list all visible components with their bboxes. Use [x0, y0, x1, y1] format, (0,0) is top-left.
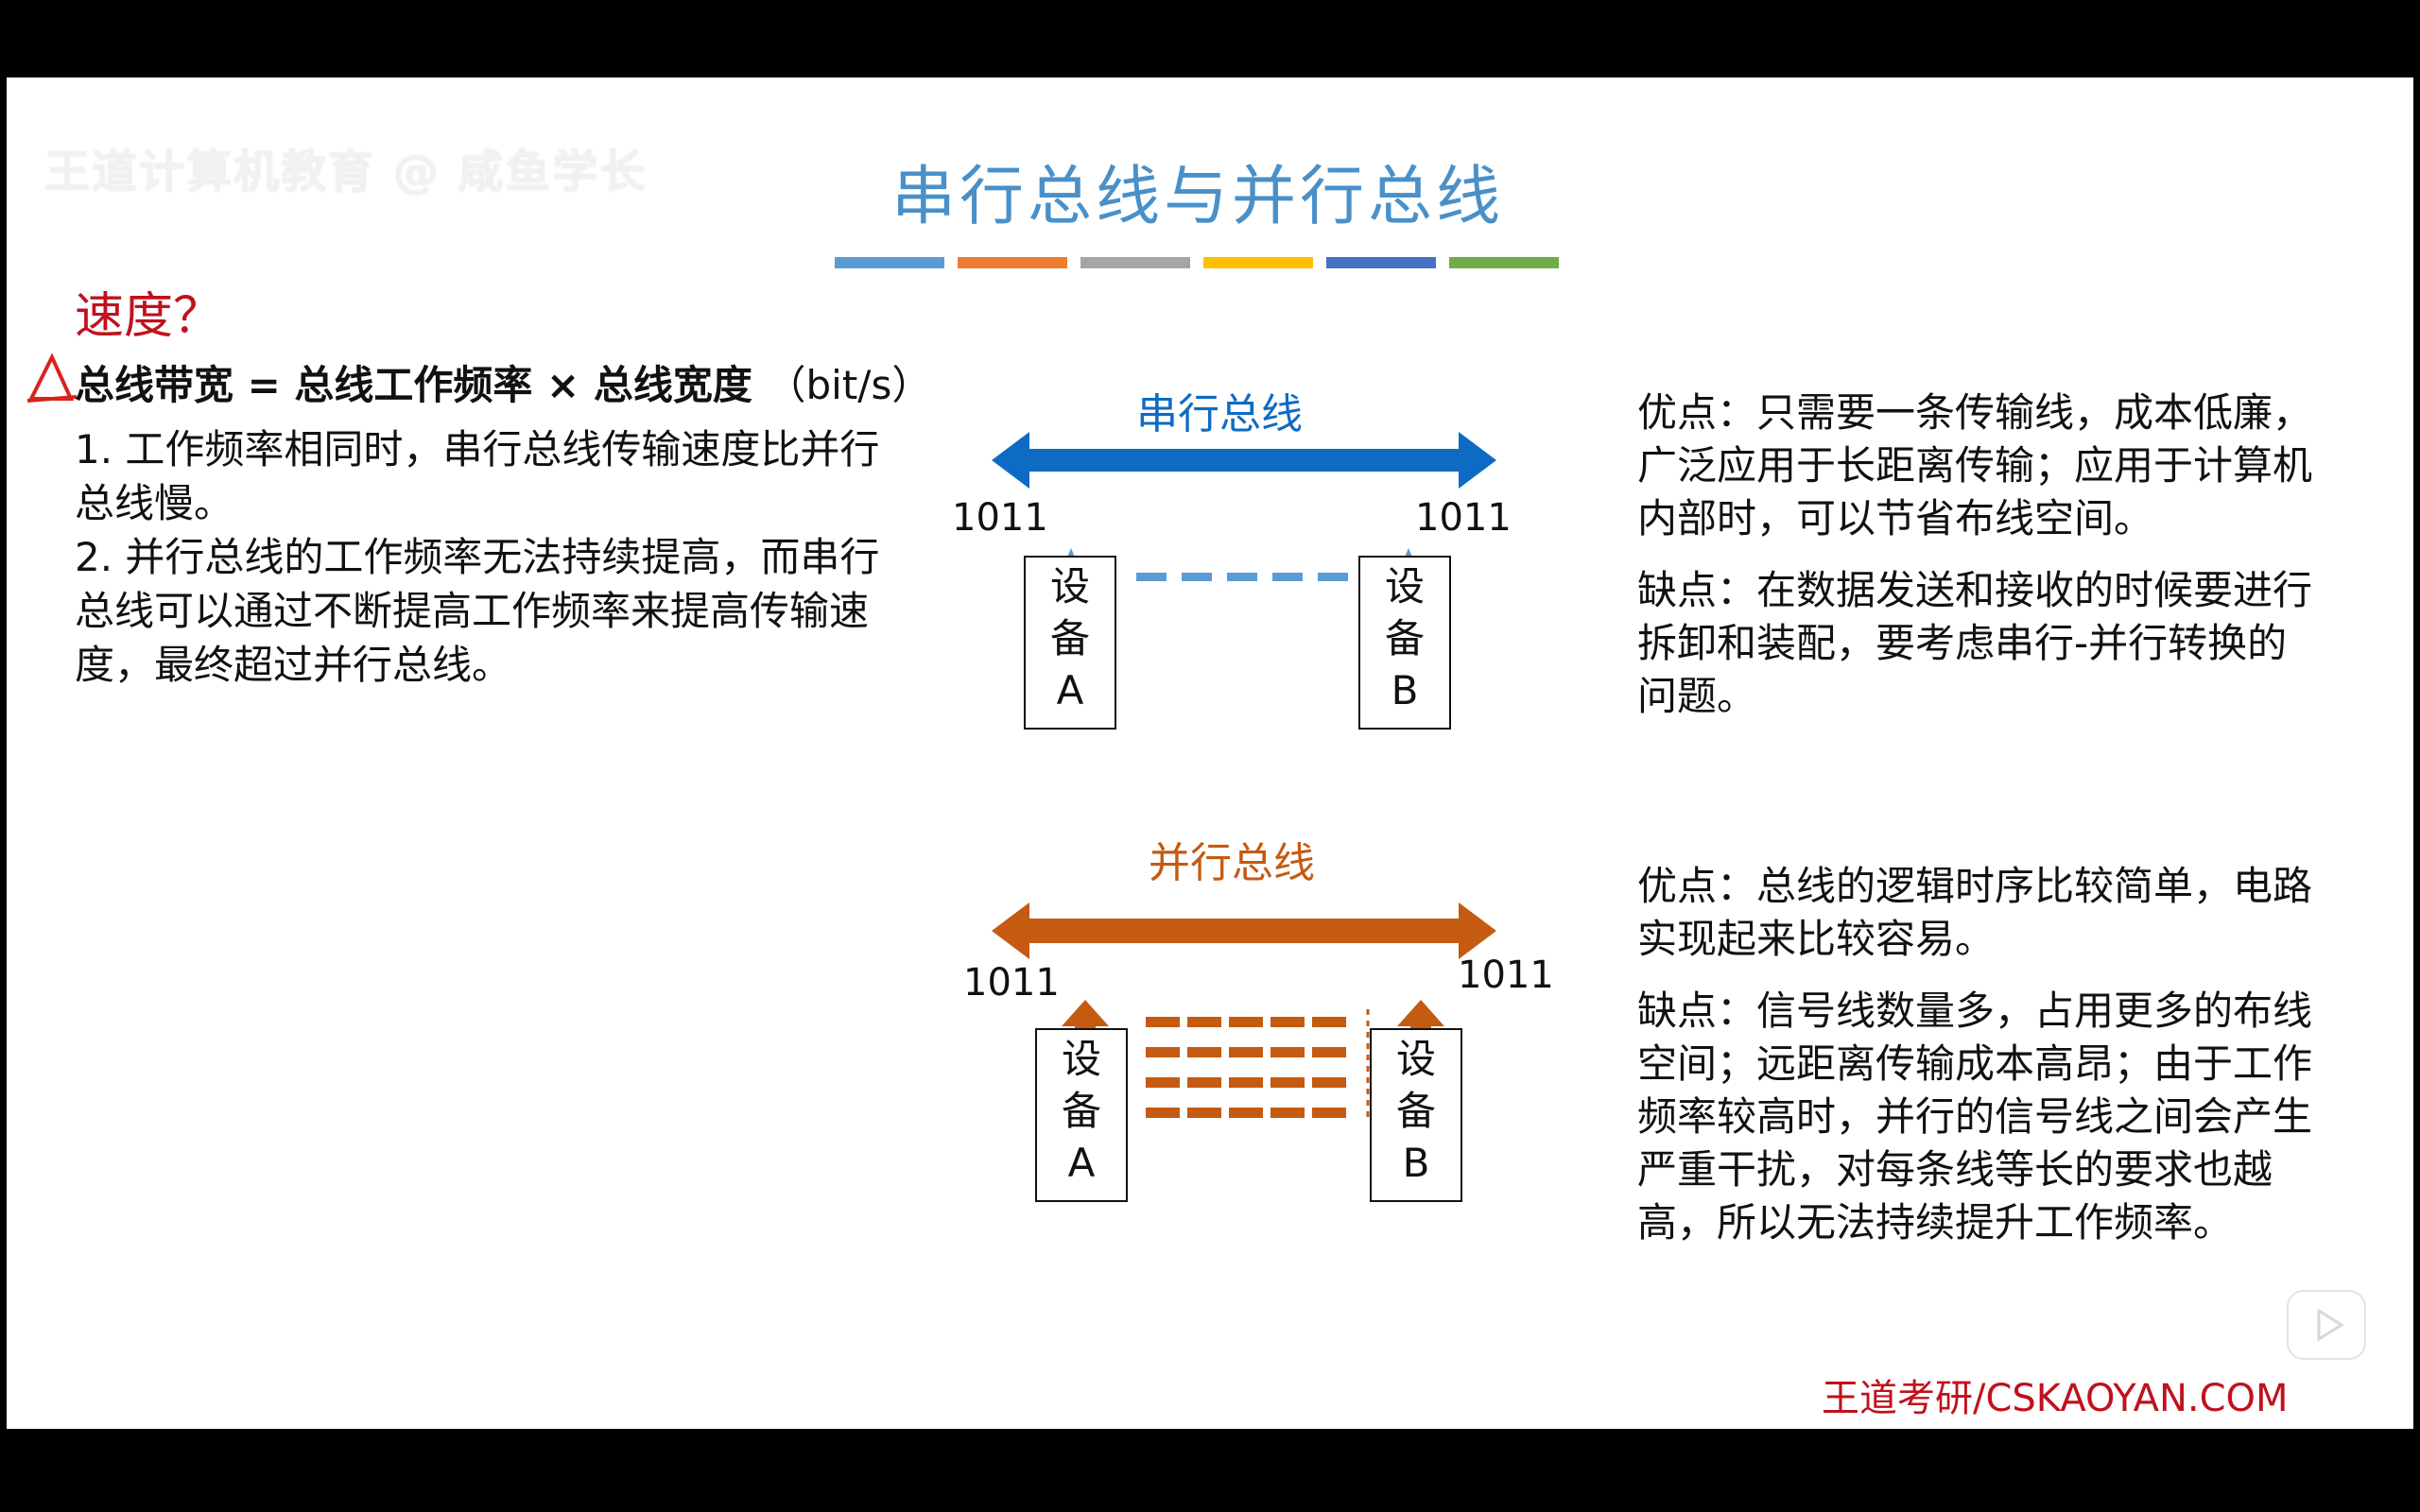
device-char: 设 — [1384, 563, 1425, 610]
parallel-device-a: 设 备 A — [1035, 1028, 1128, 1202]
parallel-bus-label: 并行总线 — [1149, 839, 1315, 887]
parallel-right-value: 1011 — [1458, 954, 1554, 997]
formula-unit: （bit/s） — [766, 362, 932, 408]
color-segment — [958, 257, 1067, 268]
device-char: A — [1067, 1140, 1096, 1186]
red-annotation-icon — [26, 352, 78, 403]
device-char: 备 — [1049, 615, 1090, 662]
formula-text: 总线带宽 = 总线工作频率 × 总线宽度 — [75, 362, 752, 408]
watermark: 王道计算机教育 @ 咸鱼学长 — [44, 146, 648, 198]
parallel-cons: 缺点：信号线数量多，占用更多的布线空间；远距离传输成本高昂；由于工作频率较高时，… — [1637, 988, 2313, 1246]
slide: 王道计算机教育 @ 咸鱼学长 串行总线与并行总线 速度？ 总线带宽 = 总线工作… — [7, 77, 2413, 1429]
title-color-bar — [835, 257, 1559, 268]
serial-bus-label: 串行总线 — [1136, 390, 1303, 438]
serial-notes: 优点：只需要一条传输线，成本低廉，广泛应用于长距离传输；应用于计算机内部时，可以… — [1637, 387, 2318, 742]
serial-right-value: 1011 — [1415, 496, 1512, 540]
color-segment — [1449, 257, 1559, 268]
device-char: B — [1391, 667, 1419, 713]
parallel-left-value: 1011 — [963, 961, 1060, 1005]
parallel-notes: 优点：总线的逻辑时序比较简单，电路实现起来比较容易。 缺点：信号线数量多，占用更… — [1637, 860, 2318, 1268]
serial-cons: 缺点：在数据发送和接收的时候要进行拆卸和装配，要考虑串行-并行转换的问题。 — [1637, 567, 2313, 719]
serial-device-b: 设 备 B — [1358, 556, 1451, 730]
parallel-pros: 优点：总线的逻辑时序比较简单，电路实现起来比较容易。 — [1637, 863, 2313, 962]
color-segment — [835, 257, 944, 268]
speed-question: 速度？ — [75, 288, 223, 345]
device-char: A — [1056, 667, 1084, 713]
color-segment — [1326, 257, 1436, 268]
bandwidth-formula: 总线带宽 = 总线工作频率 × 总线宽度 （bit/s） — [75, 353, 931, 411]
serial-device-a: 设 备 A — [1024, 556, 1116, 730]
device-char: 备 — [1384, 615, 1425, 662]
color-segment — [1080, 257, 1190, 268]
point-2: 2. 并行总线的工作频率无法持续提高，而串行总线可以通过不断提高工作频率来提高传… — [75, 534, 880, 688]
device-char: 设 — [1395, 1036, 1436, 1082]
point-1: 1. 工作频率相同时，串行总线传输速度比并行总线慢。 — [75, 426, 880, 526]
footer-brand: 王道考研/CSKAOYAN.COM — [1822, 1377, 2289, 1420]
color-segment — [1203, 257, 1313, 268]
play-icon — [2317, 1308, 2344, 1342]
parallel-device-b: 设 备 B — [1370, 1028, 1462, 1202]
speed-explanation: 1. 工作频率相同时，串行总线传输速度比并行总线慢。 2. 并行总线的工作频率无… — [75, 422, 897, 692]
device-char: 备 — [1395, 1088, 1436, 1134]
device-char: 设 — [1049, 563, 1090, 610]
device-char: 设 — [1061, 1036, 1101, 1082]
serial-pros: 优点：只需要一条传输线，成本低廉，广泛应用于长距离传输；应用于计算机内部时，可以… — [1637, 389, 2313, 541]
device-char: B — [1402, 1140, 1430, 1186]
device-char: 备 — [1061, 1088, 1101, 1134]
serial-left-value: 1011 — [952, 496, 1048, 540]
slide-title: 串行总线与并行总线 — [890, 160, 1504, 234]
play-button[interactable] — [2287, 1290, 2366, 1360]
